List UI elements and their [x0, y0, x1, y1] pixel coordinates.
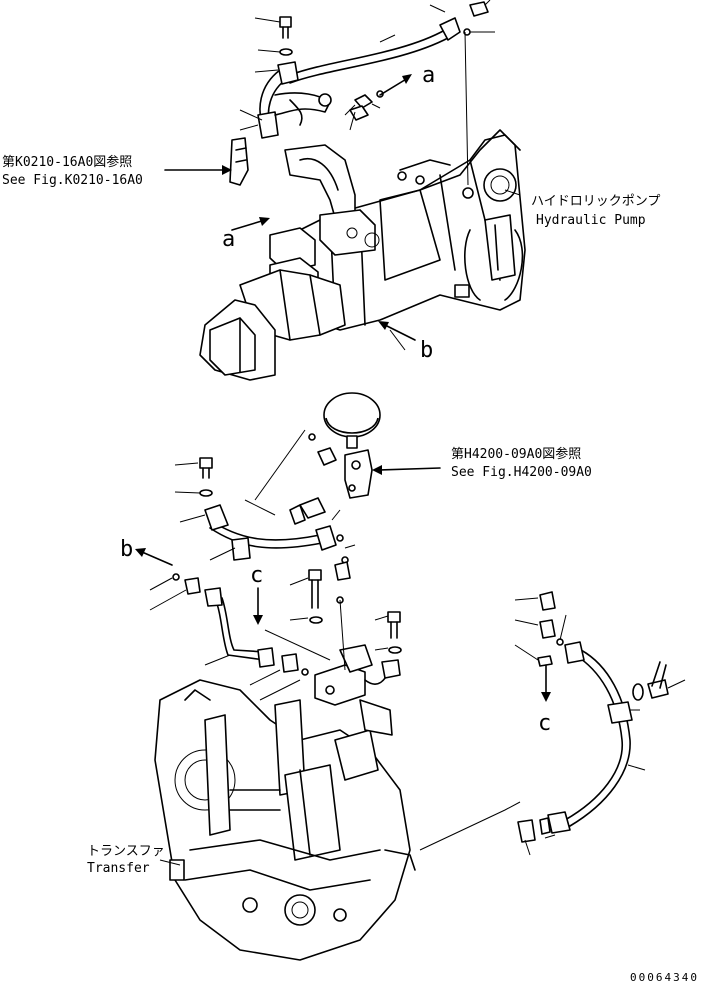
- reference-h4200-en: See Fig.H4200-09A0: [451, 465, 592, 480]
- pump-label-en: Hydraulic Pump: [536, 213, 646, 228]
- drawing-number: 00064340: [630, 971, 699, 984]
- letter-c-right: c: [538, 711, 551, 736]
- letter-a-top: a: [422, 63, 435, 88]
- right-hose-assembly: [517, 591, 669, 843]
- connection-letters: a a b b c c: [120, 63, 551, 736]
- letter-b-pump: b: [420, 338, 433, 363]
- hydraulic-pump-drawing: [199, 129, 526, 381]
- reference-label-h4200: 第H4200-09A0図参照 See Fig.H4200-09A0: [451, 446, 592, 480]
- upper-leader-lines: [164, 0, 521, 351]
- hydraulic-pump-label: ハイドロリックポンプ Hydraulic Pump: [531, 194, 660, 228]
- reference-k0210-en: See Fig.K0210-16A0: [2, 173, 143, 188]
- pump-label-jp: ハイドロリックポンプ: [531, 194, 660, 209]
- transfer-label-en: Transfer: [87, 861, 150, 876]
- letter-c-middle: c: [250, 563, 263, 588]
- reference-label-k0210: 第K0210-16A0図参照 See Fig.K0210-16A0: [2, 154, 143, 188]
- letter-a-pump: a: [222, 227, 235, 252]
- reference-k0210-jp: 第K0210-16A0図参照: [2, 154, 132, 170]
- upper-hose-assembly: [229, 1, 489, 186]
- transfer-label-jp: トランスファ: [87, 844, 165, 859]
- middle-hose-assembly: [172, 457, 402, 706]
- letter-b-middle: b: [120, 537, 133, 562]
- transfer-label: トランスファ Transfer: [87, 844, 165, 876]
- accumulator-and-valve: [308, 392, 381, 499]
- transfer-drawing: [154, 679, 416, 961]
- reference-h4200-jp: 第H4200-09A0図参照: [451, 446, 581, 462]
- lower-leader-lines: [135, 429, 686, 866]
